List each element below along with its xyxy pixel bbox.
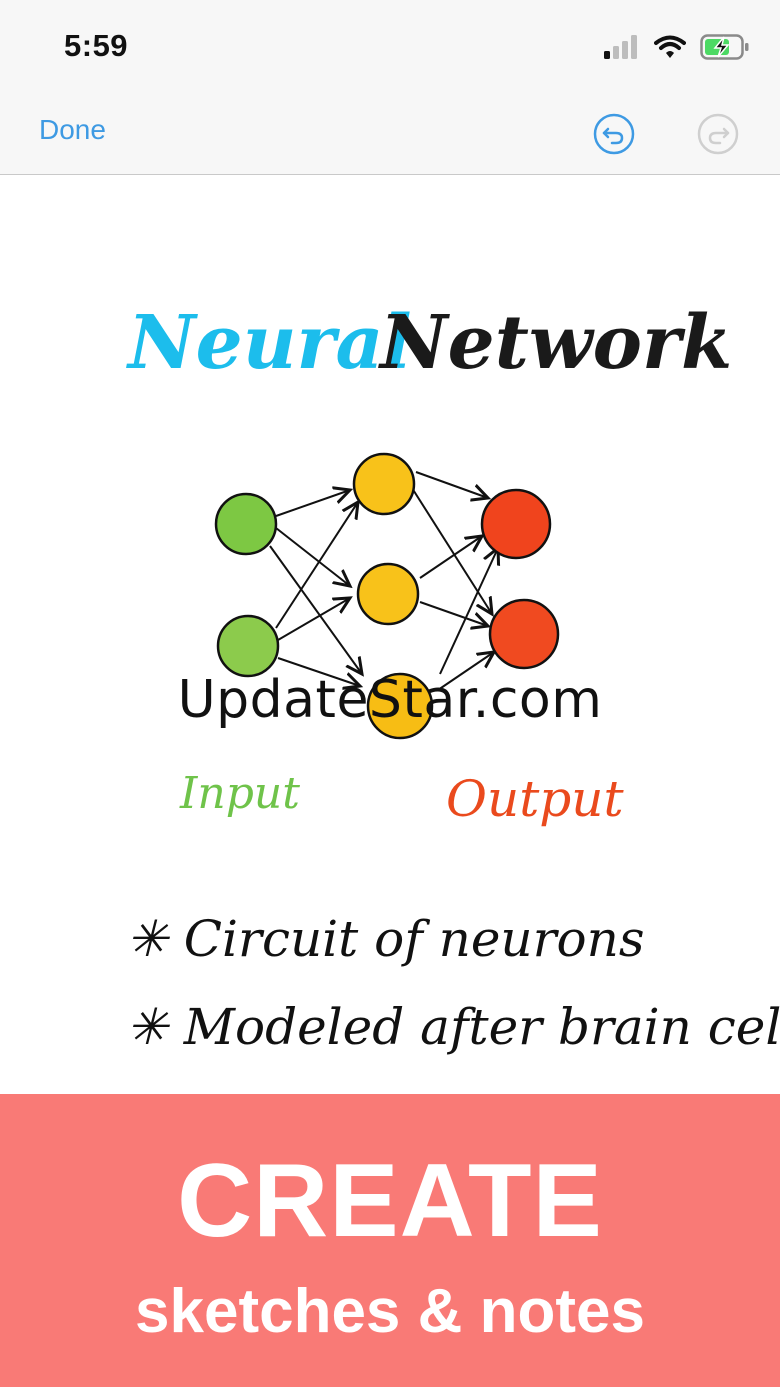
redo-button[interactable]	[696, 112, 740, 156]
wifi-icon	[654, 35, 686, 58]
bullet-circuit-of-neurons: ✳ Circuit of neurons	[126, 910, 645, 968]
output-layer-nodes	[480, 488, 560, 670]
status-icons	[604, 34, 750, 60]
done-button[interactable]: Done	[39, 114, 106, 145]
note-title-network: Network	[380, 300, 733, 386]
battery-charging-icon	[700, 34, 749, 60]
input-label: Input	[180, 768, 300, 819]
note-title-neural: Neural	[128, 300, 412, 386]
promo-banner: CREATE sketches & notes	[0, 1094, 780, 1387]
input-layer-nodes	[214, 492, 280, 678]
watermark: UpdateStar.com	[177, 670, 603, 730]
hidden-layer-nodes	[352, 452, 434, 740]
cellular-signal-icon	[604, 35, 637, 59]
nav-bar: Done	[0, 96, 780, 175]
bullet-modeled-after-brain-cells: ✳ Modeled after brain cells	[126, 998, 780, 1056]
banner-subtitle: sketches & notes	[135, 1277, 645, 1346]
status-bar: 5:59	[0, 0, 780, 96]
banner-title: CREATE	[177, 1143, 603, 1259]
neural-network-sketch	[214, 452, 560, 740]
status-time: 5:59	[64, 28, 129, 63]
output-label: Output	[446, 770, 624, 828]
drawing-canvas[interactable]: Neural Network	[0, 176, 780, 1094]
undo-button[interactable]	[592, 112, 636, 156]
